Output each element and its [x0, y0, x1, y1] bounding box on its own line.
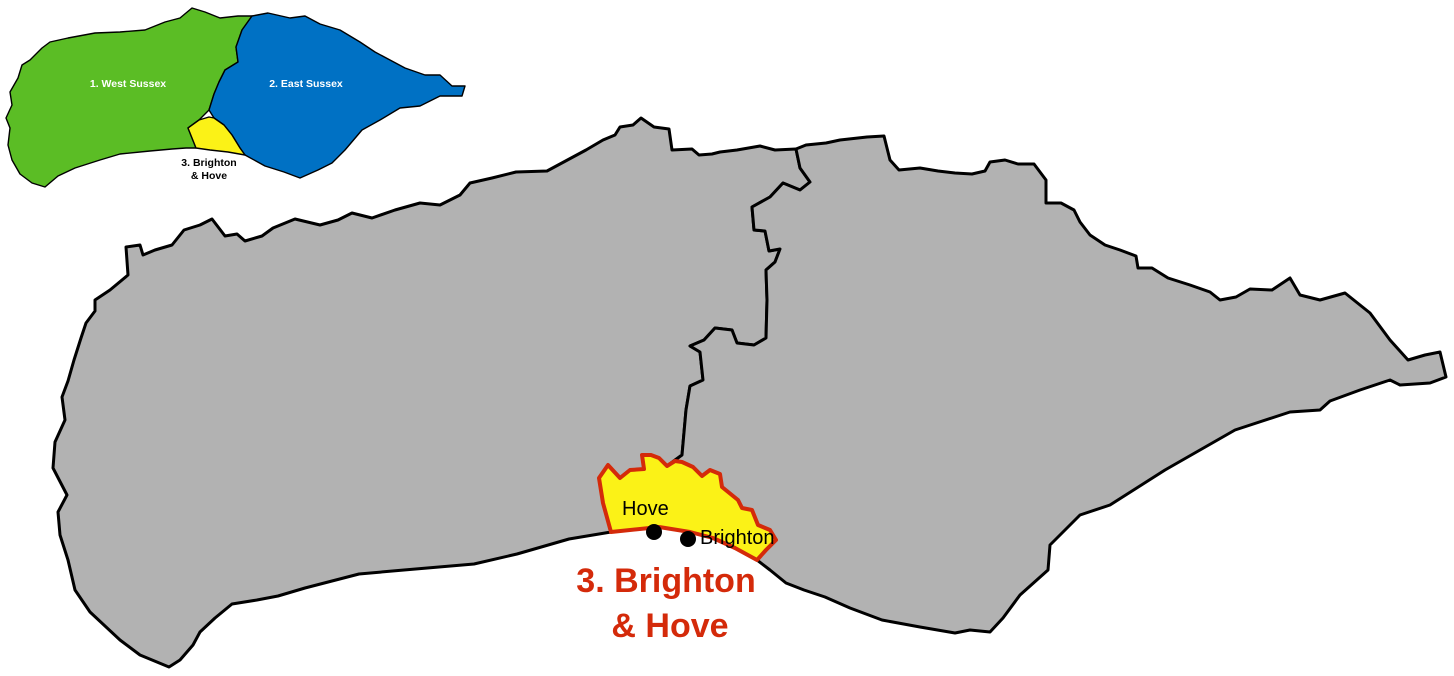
highlight-title-line1: 3. Brighton [576, 562, 755, 600]
inset-label-brighton-line2: & Hove [191, 170, 227, 182]
highlight-title-line2: & Hove [611, 607, 728, 645]
inset-label-brighton-line1: 3. Brighton [181, 157, 236, 169]
inset-label-west-sussex: 1. West Sussex [90, 78, 166, 90]
hove-marker-icon[interactable] [646, 524, 662, 540]
inset-west-sussex[interactable] [5, 7, 253, 188]
inset-label-east-sussex: 2. East Sussex [269, 78, 343, 90]
brighton-hove-region[interactable] [597, 453, 778, 562]
inset-map: 1. West Sussex 2. East Sussex 3. Brighto… [5, 7, 466, 188]
inset-brighton-hove[interactable] [187, 116, 246, 156]
brighton-marker-icon[interactable] [680, 531, 696, 547]
town-brighton[interactable]: Brighton [680, 527, 775, 549]
hove-label: Hove [622, 498, 669, 520]
inset-east-sussex[interactable] [208, 12, 466, 179]
town-hove[interactable]: Hove [622, 498, 669, 540]
main-map: Hove Brighton 3. Brighton & Hove [51, 116, 1448, 669]
east-sussex-region[interactable] [597, 134, 1448, 635]
brighton-label: Brighton [700, 527, 775, 549]
